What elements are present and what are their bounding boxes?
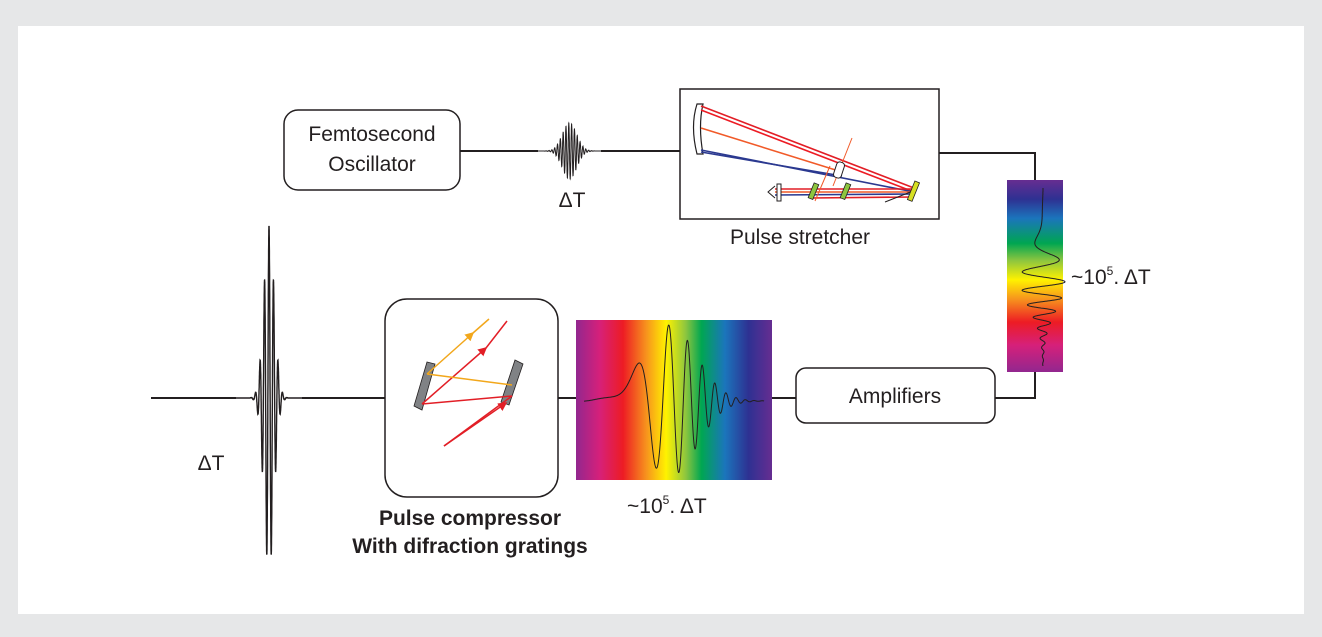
stretched-pulse-vertical: ~105. ΔT [1007, 180, 1151, 372]
amplifiers-label: Amplifiers [849, 385, 941, 408]
diagram-panel: Femtosecond Oscillator ΔT [18, 26, 1304, 614]
compressed-output-waveform [236, 225, 302, 555]
vertical-stretch-label: ~105. ΔT [1071, 264, 1151, 289]
stretcher-retroreflector [767, 183, 782, 202]
concave-mirror-icon [692, 103, 704, 155]
cpa-diagram: Femtosecond Oscillator ΔT [151, 88, 1151, 558]
compressed-pulse-label: ΔT [198, 452, 225, 475]
compressor-label-line2: With difraction gratings [352, 535, 587, 558]
amplifiers-block: Amplifiers [795, 367, 996, 424]
beam-spectrum-to-amplifiers [995, 372, 1036, 399]
compressor-rays [421, 318, 513, 447]
stretcher-label: Pulse stretcher [730, 226, 870, 249]
stretcher-gratings [807, 180, 921, 202]
oscillator-label-line2: Oscillator [328, 153, 416, 176]
oscillator-label-line1: Femtosecond [308, 123, 435, 146]
compressor-label-line1: Pulse compressor [379, 507, 561, 530]
oscillator-block: Femtosecond Oscillator [283, 109, 461, 191]
compressor-grating-right-icon [500, 359, 524, 406]
compressor-box [384, 298, 559, 498]
amplifiers-box [795, 367, 996, 424]
horizontal-chirped-waveform [584, 324, 765, 473]
oscillator-box [283, 109, 461, 191]
beam-path [302, 150, 1036, 399]
vertical-chirped-waveform [1021, 188, 1066, 366]
short-pulse-label: ΔT [559, 189, 586, 212]
beam-stretcher-to-amplifier-chain [939, 152, 1036, 180]
stretcher-lens-icon [833, 161, 845, 179]
pulse-stretcher-block: Pulse stretcher [679, 88, 940, 249]
horizontal-stretch-label: ~105. ΔT [627, 493, 707, 518]
pulse-compressor-block: Pulse compressor With difraction grating… [352, 298, 588, 558]
stretched-pulse-horizontal: ~105. ΔT [576, 320, 772, 518]
short-pulse-waveform [538, 121, 601, 181]
